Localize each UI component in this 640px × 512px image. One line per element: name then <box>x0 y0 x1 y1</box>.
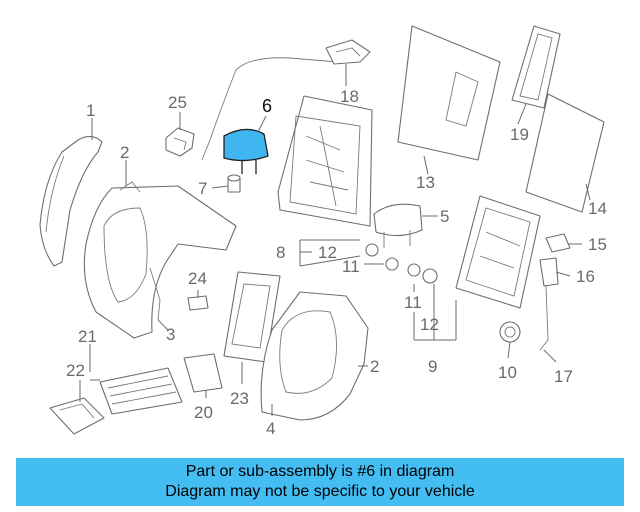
callout-3: 3 <box>166 325 175 344</box>
callout-16: 16 <box>576 267 595 286</box>
part-10-knob <box>499 321 521 343</box>
banner-line-1: Part or sub-assembly is #6 in diagram <box>185 463 455 480</box>
callout-6: 6 <box>262 96 272 116</box>
callout-4: 4 <box>266 419 275 438</box>
part-19-frame <box>511 25 561 109</box>
part-1-side-panel <box>39 135 103 267</box>
backrest-frame-center <box>277 95 373 227</box>
callout-18: 18 <box>340 87 359 106</box>
callout-11: 11 <box>342 257 360 276</box>
part-22-base-tray <box>49 397 105 435</box>
part-5-armrest <box>373 203 423 248</box>
parts-diagram: 1 2 2 3 4 5 6 7 8 9 10 11 11 12 12 13 14… <box>39 25 607 438</box>
part-6-headrest <box>223 128 269 174</box>
part-18-mount <box>325 39 371 65</box>
callout-14: 14 <box>588 199 607 218</box>
callout-23: 23 <box>230 389 249 408</box>
callout-8: 8 <box>276 243 285 262</box>
callout-9: 9 <box>428 357 437 376</box>
backrest-frame-right <box>455 195 541 309</box>
part-2-seat-cushion-right <box>260 291 369 421</box>
callout-25: 25 <box>168 93 187 112</box>
part-7-bushing <box>227 174 241 193</box>
callout-2: 2 <box>120 143 129 162</box>
callout-24: 24 <box>188 269 207 288</box>
callout-10: 10 <box>498 363 517 382</box>
callout-12: 12 <box>420 315 439 334</box>
part-14-panel <box>525 93 605 213</box>
callout-21: 21 <box>78 327 97 346</box>
callout-15: 15 <box>588 235 607 254</box>
callout-11: 11 <box>404 293 422 312</box>
part-2-seat-cushion-left <box>83 181 237 339</box>
fittings-center <box>365 243 438 284</box>
info-banner: Part or sub-assembly is #6 in diagram Di… <box>16 458 624 506</box>
callout-22: 22 <box>66 361 85 380</box>
callout-1: 1 <box>86 101 95 120</box>
callout-labels: 1 2 2 3 4 5 6 7 8 9 10 11 11 12 12 13 14… <box>66 87 607 438</box>
part-13-back-panel <box>397 25 501 161</box>
callout-19: 19 <box>510 125 529 144</box>
part-25-clip <box>165 127 195 157</box>
callout-12: 12 <box>318 243 337 262</box>
callout-13: 13 <box>416 173 435 192</box>
part-21-cushion-block <box>99 367 183 415</box>
leader-lines <box>79 64 591 416</box>
callout-20: 20 <box>194 403 213 422</box>
part-24-fastener <box>187 295 209 311</box>
part-3-trim-strip <box>149 267 161 321</box>
callout-17: 17 <box>554 367 573 386</box>
callout-7: 7 <box>198 179 207 198</box>
part-16-latch <box>539 257 559 351</box>
banner-line-2: Diagram may not be specific to your vehi… <box>165 483 475 500</box>
part-20-tray <box>183 353 223 393</box>
cable <box>201 57 339 161</box>
part-15-bracket <box>545 233 571 253</box>
callout-2: 2 <box>370 357 379 376</box>
callout-5: 5 <box>440 207 449 226</box>
